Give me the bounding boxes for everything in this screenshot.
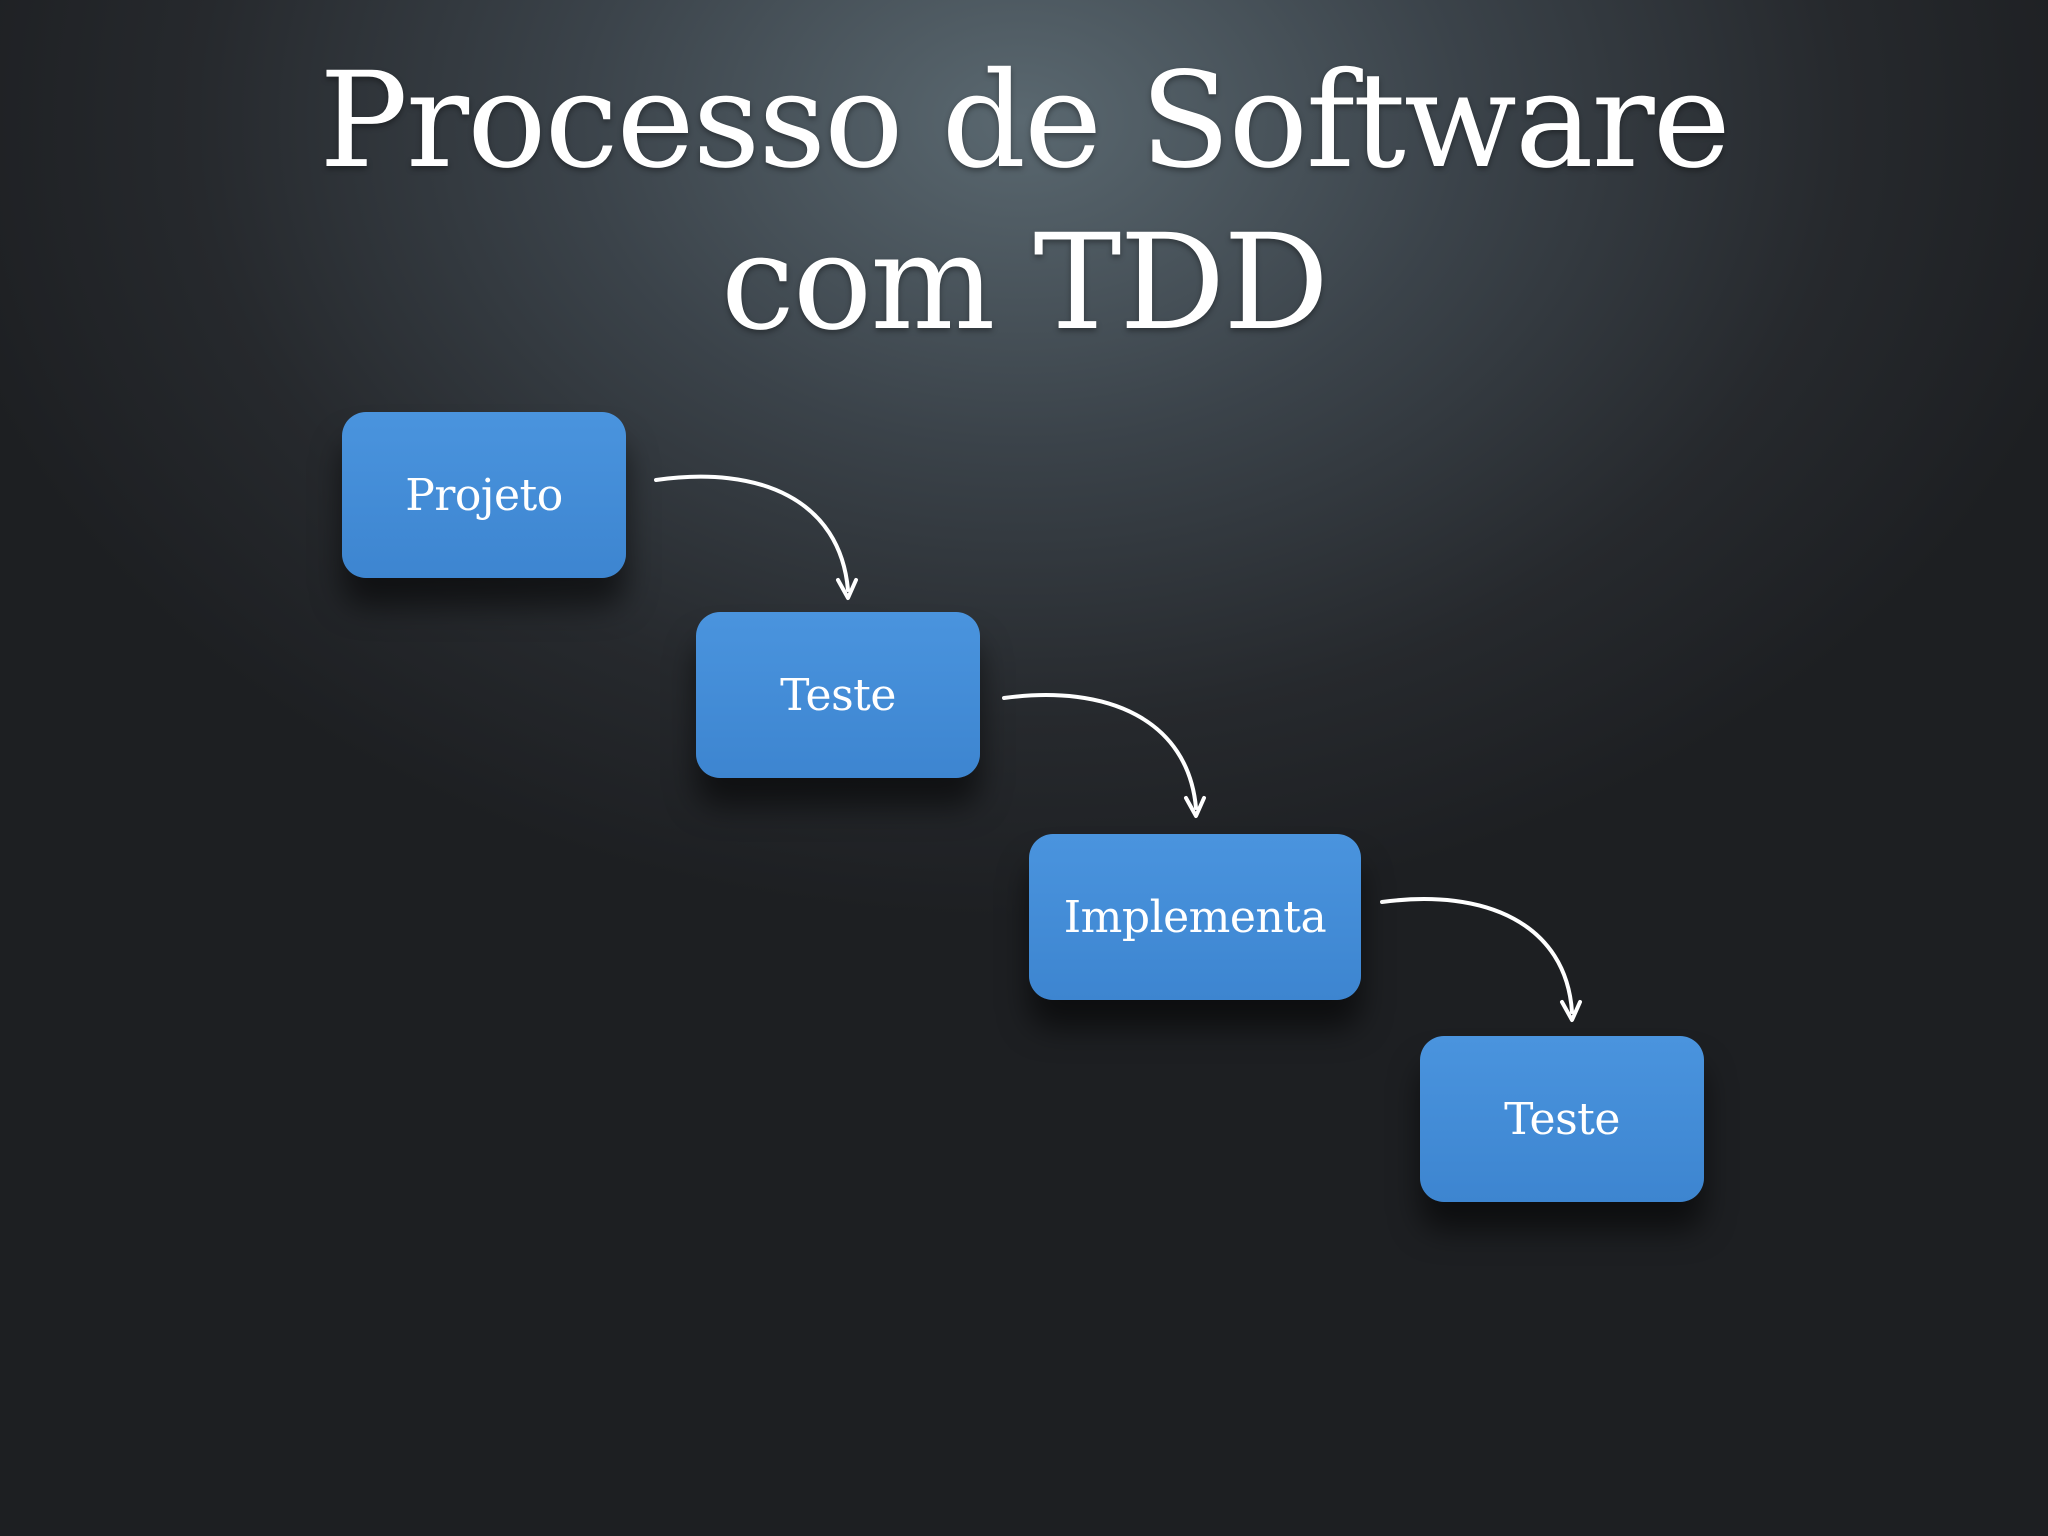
step-teste-1: Teste [696,612,980,778]
arrow-projeto-to-teste [654,474,850,592]
arrow-teste-to-implementa [1002,693,1198,810]
step-projeto: Projeto [342,412,626,578]
step-teste-2: Teste [1420,1036,1704,1202]
arrow-implementa-to-teste [1380,897,1574,1014]
step-label: Implementa [1063,891,1327,943]
step-label: Projeto [405,469,563,521]
arrowhead-2 [1184,796,1206,818]
arrowhead-1 [836,578,858,600]
step-label: Teste [1504,1093,1620,1145]
slide-title: Processo de Software com TDD [0,40,2048,364]
title-line-1: Processo de Software [319,44,1731,198]
title-line-2: com TDD [720,206,1329,360]
arrowhead-3 [1560,1000,1582,1022]
step-label: Teste [780,669,896,721]
step-implementa: Implementa [1029,834,1361,1000]
